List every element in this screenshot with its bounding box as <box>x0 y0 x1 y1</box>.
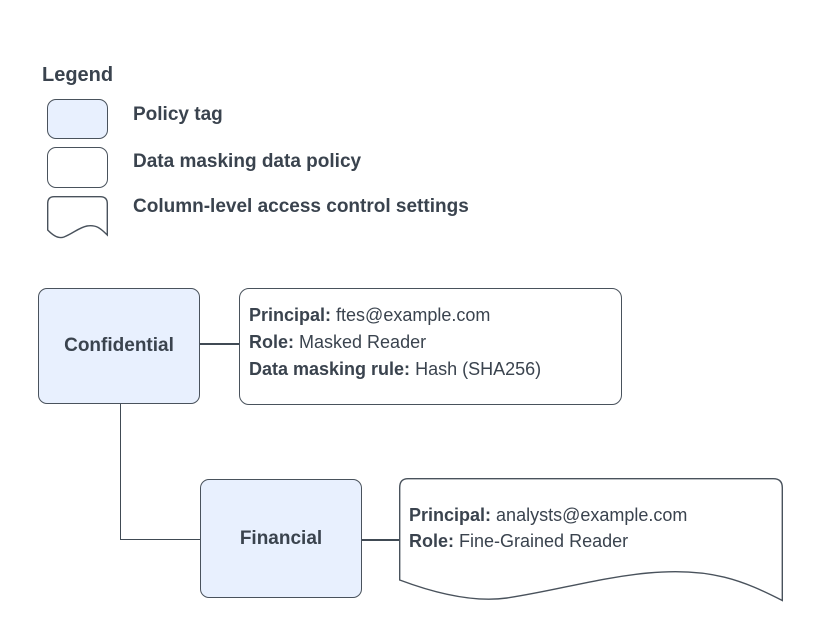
policy-tag-financial: Financial <box>200 479 362 598</box>
settings-field-role-value: Fine-Grained Reader <box>459 531 629 551</box>
policy-field-role-label: Role: <box>249 332 294 352</box>
data-masking-policy-swatch <box>47 147 108 188</box>
connector-confidential-to-policy <box>200 343 239 345</box>
policy-field-masking-rule: Data masking rule: Hash (SHA256) <box>249 356 613 383</box>
legend-item-column-access: Column-level access control settings <box>133 196 469 217</box>
settings-field-principal-label: Principal: <box>409 505 492 525</box>
column-access-settings-text: Principal: analysts@example.com Role: Fi… <box>409 502 687 554</box>
policy-field-principal-label: Principal: <box>249 305 332 325</box>
settings-field-role: Role: Fine-Grained Reader <box>409 528 687 554</box>
policy-field-principal: Principal: ftes@example.com <box>249 302 613 329</box>
data-masking-policy-box: Principal: ftes@example.com Role: Masked… <box>239 288 622 405</box>
settings-field-role-label: Role: <box>409 531 454 551</box>
legend-item-policy-tag: Policy tag <box>133 104 223 125</box>
policy-tag-swatch <box>47 99 108 139</box>
policy-tag-confidential: Confidential <box>38 288 200 404</box>
policy-field-masking-rule-value: Hash (SHA256) <box>415 359 542 379</box>
policy-field-role: Role: Masked Reader <box>249 329 613 356</box>
settings-field-principal: Principal: analysts@example.com <box>409 502 687 528</box>
connector-financial-to-settings <box>362 539 399 541</box>
connector-to-financial <box>119 538 201 541</box>
policy-field-masking-rule-label: Data masking rule: <box>249 359 411 379</box>
policy-field-role-value: Masked Reader <box>299 332 427 352</box>
legend-item-data-masking-policy: Data masking data policy <box>133 151 362 172</box>
column-access-document-swatch <box>47 196 108 244</box>
policy-tag-confidential-label: Confidential <box>64 335 174 356</box>
policy-tag-financial-label: Financial <box>239 527 323 549</box>
connector-confidential-down <box>119 404 122 540</box>
column-access-settings-shape <box>399 477 783 603</box>
policy-field-principal-value: ftes@example.com <box>336 305 491 325</box>
legend-title: Legend <box>42 64 114 86</box>
settings-field-principal-value: analysts@example.com <box>496 505 688 525</box>
